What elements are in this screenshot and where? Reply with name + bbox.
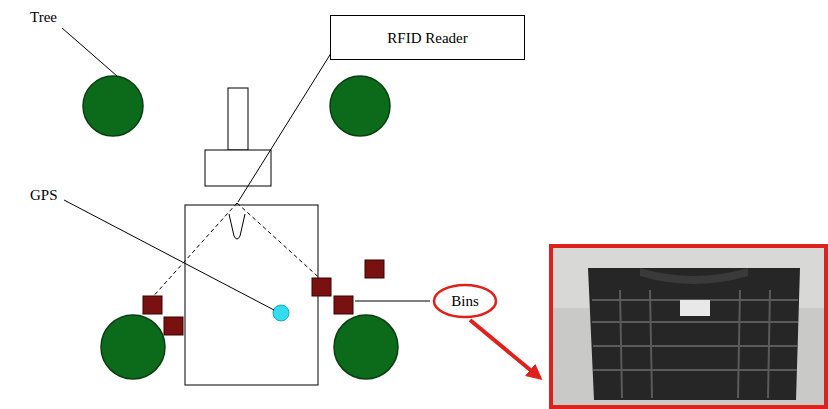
bin — [164, 317, 183, 335]
node-text: Bins — [451, 292, 479, 310]
tree — [101, 315, 165, 379]
ellipse-outline-shape — [434, 285, 496, 317]
leader-line — [62, 28, 117, 76]
gps-receiver — [273, 305, 289, 321]
tree — [334, 315, 398, 379]
tractor-exhaust — [228, 88, 248, 150]
label-box: RFID Reader — [330, 15, 525, 60]
leader-line — [238, 42, 338, 202]
read-range-line — [237, 203, 325, 283]
crate-handle — [640, 268, 748, 284]
part-label: GPS — [30, 186, 58, 204]
tractor-body — [185, 205, 318, 385]
reader-antenna — [229, 214, 245, 239]
leader-line — [355, 301, 430, 302]
bin — [312, 278, 331, 296]
tree — [83, 76, 143, 136]
pointer-arrow — [470, 320, 540, 378]
bin — [365, 260, 384, 278]
photo-frame — [551, 246, 826, 407]
bin — [334, 296, 353, 314]
bin — [143, 296, 162, 314]
tree — [330, 76, 390, 136]
callout-ellipse: Bins — [432, 283, 498, 319]
leader-line — [64, 200, 274, 310]
tractor-hood — [205, 150, 271, 186]
node-text: RFID Reader — [387, 29, 467, 47]
part-label: Tree — [30, 8, 57, 26]
crate-slats — [592, 290, 798, 398]
crate-tag — [680, 300, 710, 316]
crate — [588, 268, 800, 400]
